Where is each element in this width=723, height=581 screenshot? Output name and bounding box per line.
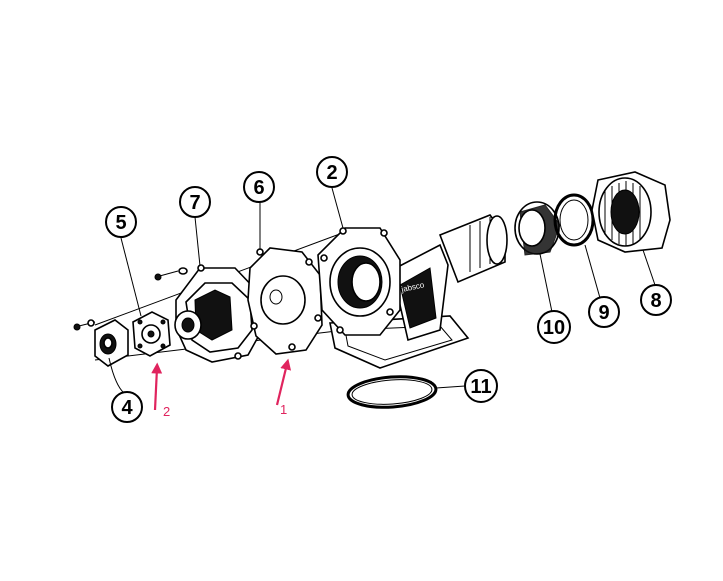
callout-label: 7 [189, 192, 200, 214]
pointer-arrow-1: 1 [275, 358, 292, 417]
callout-label: 11 [470, 376, 491, 398]
callout-label: 6 [253, 177, 264, 199]
callout-10: 10 [537, 310, 571, 344]
leader-lines [108, 187, 656, 394]
arrow-label: 2 [163, 404, 170, 419]
callout-9: 9 [588, 296, 620, 328]
part-impeller-housing [154, 264, 263, 363]
callout-4: 4 [111, 391, 143, 423]
part-gasket-plate [132, 311, 171, 357]
part-o-ring [346, 375, 438, 409]
arrow-label: 1 [280, 402, 287, 417]
pointer-arrow-2: 2 [151, 362, 170, 419]
callout-label: 2 [326, 162, 337, 184]
callout-8: 8 [640, 284, 672, 316]
callout-11: 11 [464, 369, 498, 403]
part-pump-body: jabsco [317, 214, 508, 369]
callout-label: 10 [543, 317, 565, 339]
callout-5: 5 [105, 206, 137, 238]
part-tail-ring [514, 201, 561, 256]
callout-label: 5 [115, 212, 126, 234]
part-cover-plate [247, 247, 323, 355]
callout-2: 2 [316, 156, 348, 188]
callout-6: 6 [243, 171, 275, 203]
callout-7: 7 [179, 186, 211, 218]
callout-label: 8 [650, 290, 661, 312]
part-end-cap [73, 319, 129, 367]
part-seal-ring [553, 193, 595, 247]
callout-label: 9 [598, 302, 609, 324]
part-union-nut [591, 171, 671, 253]
callout-label: 4 [121, 397, 133, 419]
